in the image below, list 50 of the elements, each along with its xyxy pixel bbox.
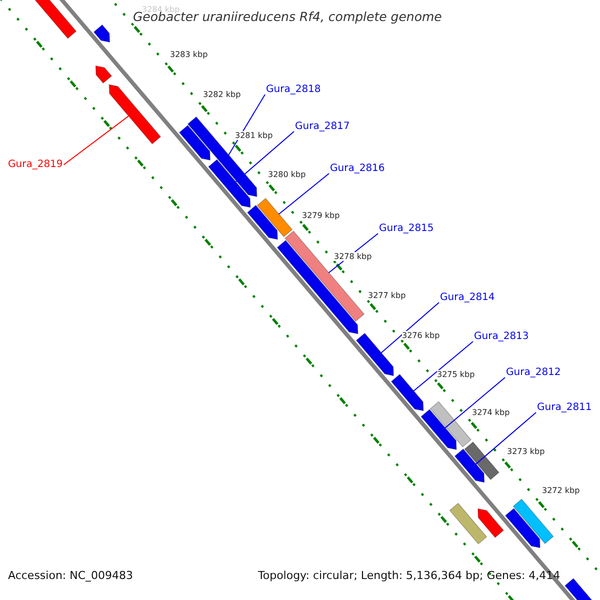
- leader-line: [475, 412, 536, 465]
- gene-label: Gura_2818: [266, 84, 321, 96]
- gene-block: [449, 502, 488, 544]
- gene-feature: [276, 240, 358, 334]
- gene-feature: [356, 332, 394, 376]
- genome-info-text: Topology: circular; Length: 5,136,364 bp; Genes: 4,414: [258, 570, 560, 583]
- gene-label: Gura_2814: [440, 292, 495, 304]
- title: Geobacter uraniireducens Rf4, complete genome: [133, 10, 442, 24]
- scale-label: 3279 kbp: [302, 211, 340, 220]
- leader-line: [228, 94, 266, 156]
- leader-line: [444, 377, 506, 428]
- gene-block: [256, 198, 293, 238]
- gene-feature: [93, 24, 110, 43]
- leader-line: [413, 341, 474, 392]
- scale-label: 3280 kbp: [268, 170, 306, 180]
- gene-feature: [454, 448, 485, 483]
- gene-feature: [504, 508, 540, 548]
- gene-feature: [390, 374, 424, 412]
- gene-label: Gura_2811: [537, 402, 592, 414]
- accession-text: Accession: NC_009483: [8, 570, 134, 583]
- gene-feature: [246, 204, 278, 240]
- gene-label: Gura_2816: [330, 163, 385, 174]
- gene-feature: [108, 84, 162, 144]
- gene-feature: [478, 508, 504, 538]
- gene-label: Gura_2817: [295, 121, 350, 132]
- gene-block: [464, 441, 500, 480]
- gene-label: Gura_2815: [379, 223, 434, 234]
- scale-label: 3278 kbp: [334, 252, 372, 262]
- leader-line: [63, 116, 130, 166]
- scale-label: 3281 kbp: [235, 131, 273, 140]
- gene-label: Gura_2819: [8, 159, 63, 170]
- leader-line: [278, 173, 330, 215]
- scale-label: 3275 kbp: [437, 370, 475, 380]
- leader-line: [380, 302, 440, 354]
- scale-label: 3276 kbp: [402, 331, 440, 340]
- scale-label: 3277 kbp: [368, 291, 406, 300]
- gene-feature: [178, 124, 211, 161]
- scale-label: 3283 kbp: [170, 50, 208, 60]
- leader-line: [235, 131, 294, 182]
- gene-block: [430, 401, 472, 448]
- gene-feature: [95, 65, 112, 84]
- gene-label: Gura_2813: [474, 331, 529, 342]
- scale-label: 3274 kbp: [472, 408, 510, 418]
- scale-label: 3272 kbp: [542, 486, 580, 496]
- gene-block: [512, 498, 554, 544]
- scale-label: 3273 kbp: [507, 447, 545, 456]
- gene-feature: [420, 408, 457, 450]
- gene-label: Gura_2812: [506, 367, 561, 378]
- scale-label: 3282 kbp: [203, 90, 241, 100]
- gene-feature: [208, 159, 251, 208]
